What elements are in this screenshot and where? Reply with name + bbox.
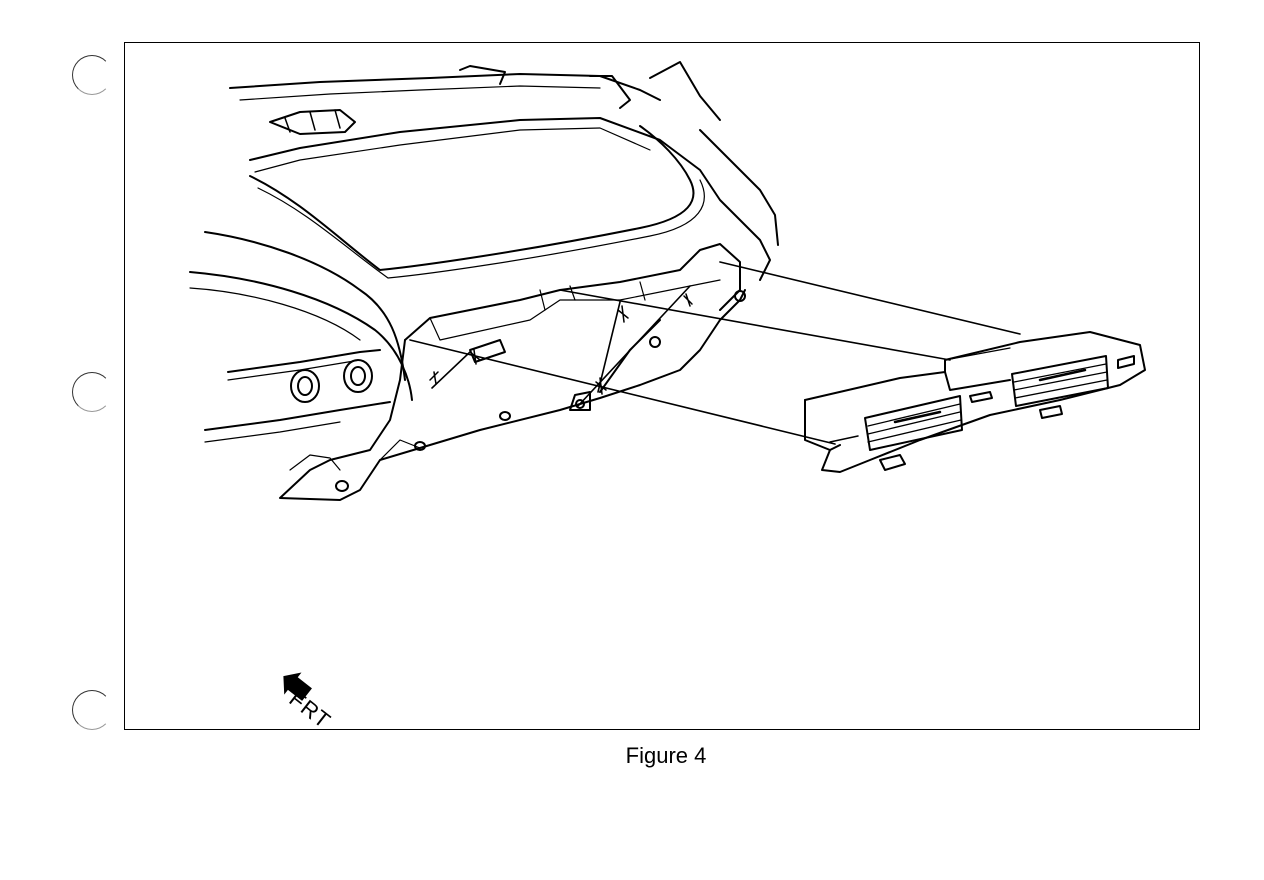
- figure-caption: Figure 4: [625, 743, 707, 768]
- vent-assembly: [804, 331, 1146, 473]
- figure-frame: [124, 42, 1200, 730]
- binder-hole-bottom: [72, 690, 112, 730]
- knob-right-icon: [343, 359, 373, 393]
- exploding-lines: [409, 261, 1021, 445]
- lower-bezel: [279, 289, 746, 501]
- knob-left-icon: [290, 369, 320, 403]
- screw-markers: [429, 293, 859, 443]
- front-direction-arrow-icon: [283, 672, 312, 701]
- louver-left-icon: [864, 395, 963, 451]
- cluster-glass: [249, 125, 695, 271]
- binder-hole-top: [72, 55, 112, 95]
- cluster-hood: [249, 117, 771, 281]
- binder-hole-middle: [72, 372, 112, 412]
- vent-opening: [404, 243, 741, 341]
- dash-top-edge: [229, 73, 661, 101]
- louver-right-icon: [1011, 355, 1109, 407]
